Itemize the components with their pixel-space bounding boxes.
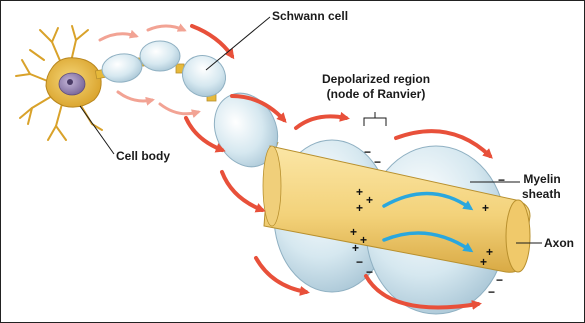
- charge-positive: +: [350, 225, 357, 239]
- charge-positive: +: [360, 233, 367, 247]
- axon-entry: [263, 146, 281, 226]
- charge-negative: −: [364, 145, 371, 159]
- label-axon: Axon: [544, 236, 574, 251]
- charge-negative: −: [496, 273, 503, 287]
- charge-negative: −: [366, 265, 373, 279]
- schwann-segment-1: [100, 51, 144, 84]
- label-depolarized-region: Depolarized region (node of Ranvier): [322, 72, 430, 102]
- label-cell-body: Cell body: [116, 149, 170, 164]
- charge-positive: +: [356, 201, 363, 215]
- label-myelin-line1: Myelin: [522, 172, 561, 187]
- charge-negative: −: [374, 155, 381, 169]
- charge-positive: +: [356, 185, 363, 199]
- axon-cut-end: [506, 200, 530, 272]
- label-depolarized-line1: Depolarized region: [322, 72, 430, 87]
- charge-positive: +: [352, 241, 359, 255]
- label-myelin-line2: sheath: [522, 187, 561, 202]
- charge-positive: +: [486, 245, 493, 259]
- label-depolarized-line2: (node of Ranvier): [322, 87, 430, 102]
- schwann-segment-3: [175, 48, 233, 105]
- charge-negative: −: [488, 285, 495, 299]
- charge-positive: +: [482, 201, 489, 215]
- charge-negative: −: [356, 255, 363, 269]
- charge-negative: −: [498, 173, 505, 187]
- label-myelin-sheath: Myelin sheath: [522, 172, 561, 202]
- label-schwann-cell: Schwann cell: [272, 9, 348, 24]
- schwann-segment-2: [140, 41, 180, 71]
- charge-positive: +: [366, 193, 373, 207]
- charge-positive: +: [480, 255, 487, 269]
- nucleolus: [67, 79, 73, 85]
